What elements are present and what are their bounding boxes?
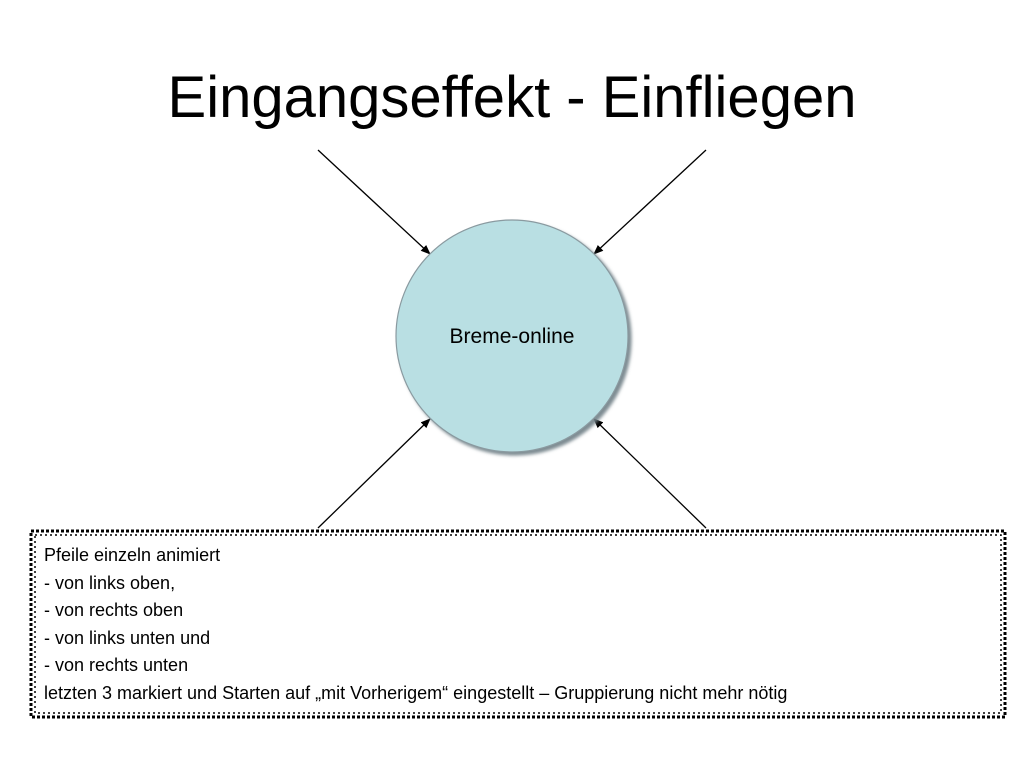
slide-title: Eingangseffekt - Einfliegen (167, 65, 857, 130)
arrow-from-top-right (593, 149, 707, 255)
note-line: - von links unten und (44, 627, 211, 648)
note-text: Pfeile einzeln animiert - von links oben… (44, 542, 787, 707)
center-circle (395, 219, 629, 453)
note-box-border-inner (34, 534, 1002, 714)
note-line: - von rechts unten (44, 655, 189, 675)
arrow-from-bottom-right (593, 418, 707, 529)
note-line: - von rechts oben (44, 600, 184, 620)
note-box: Pfeile einzeln animiert - von links oben… (30, 530, 1006, 718)
arrow-from-bottom-left (317, 418, 431, 529)
note-box-border-outer (29, 529, 1007, 719)
note-line: letzten 3 markiert und Starten auf „mit … (44, 682, 788, 703)
note-line: - von links oben, (44, 572, 176, 593)
note-line: Pfeile einzeln animiert (44, 545, 221, 565)
arrow-from-top-left (317, 149, 431, 255)
center-label: Breme-online (449, 325, 575, 348)
